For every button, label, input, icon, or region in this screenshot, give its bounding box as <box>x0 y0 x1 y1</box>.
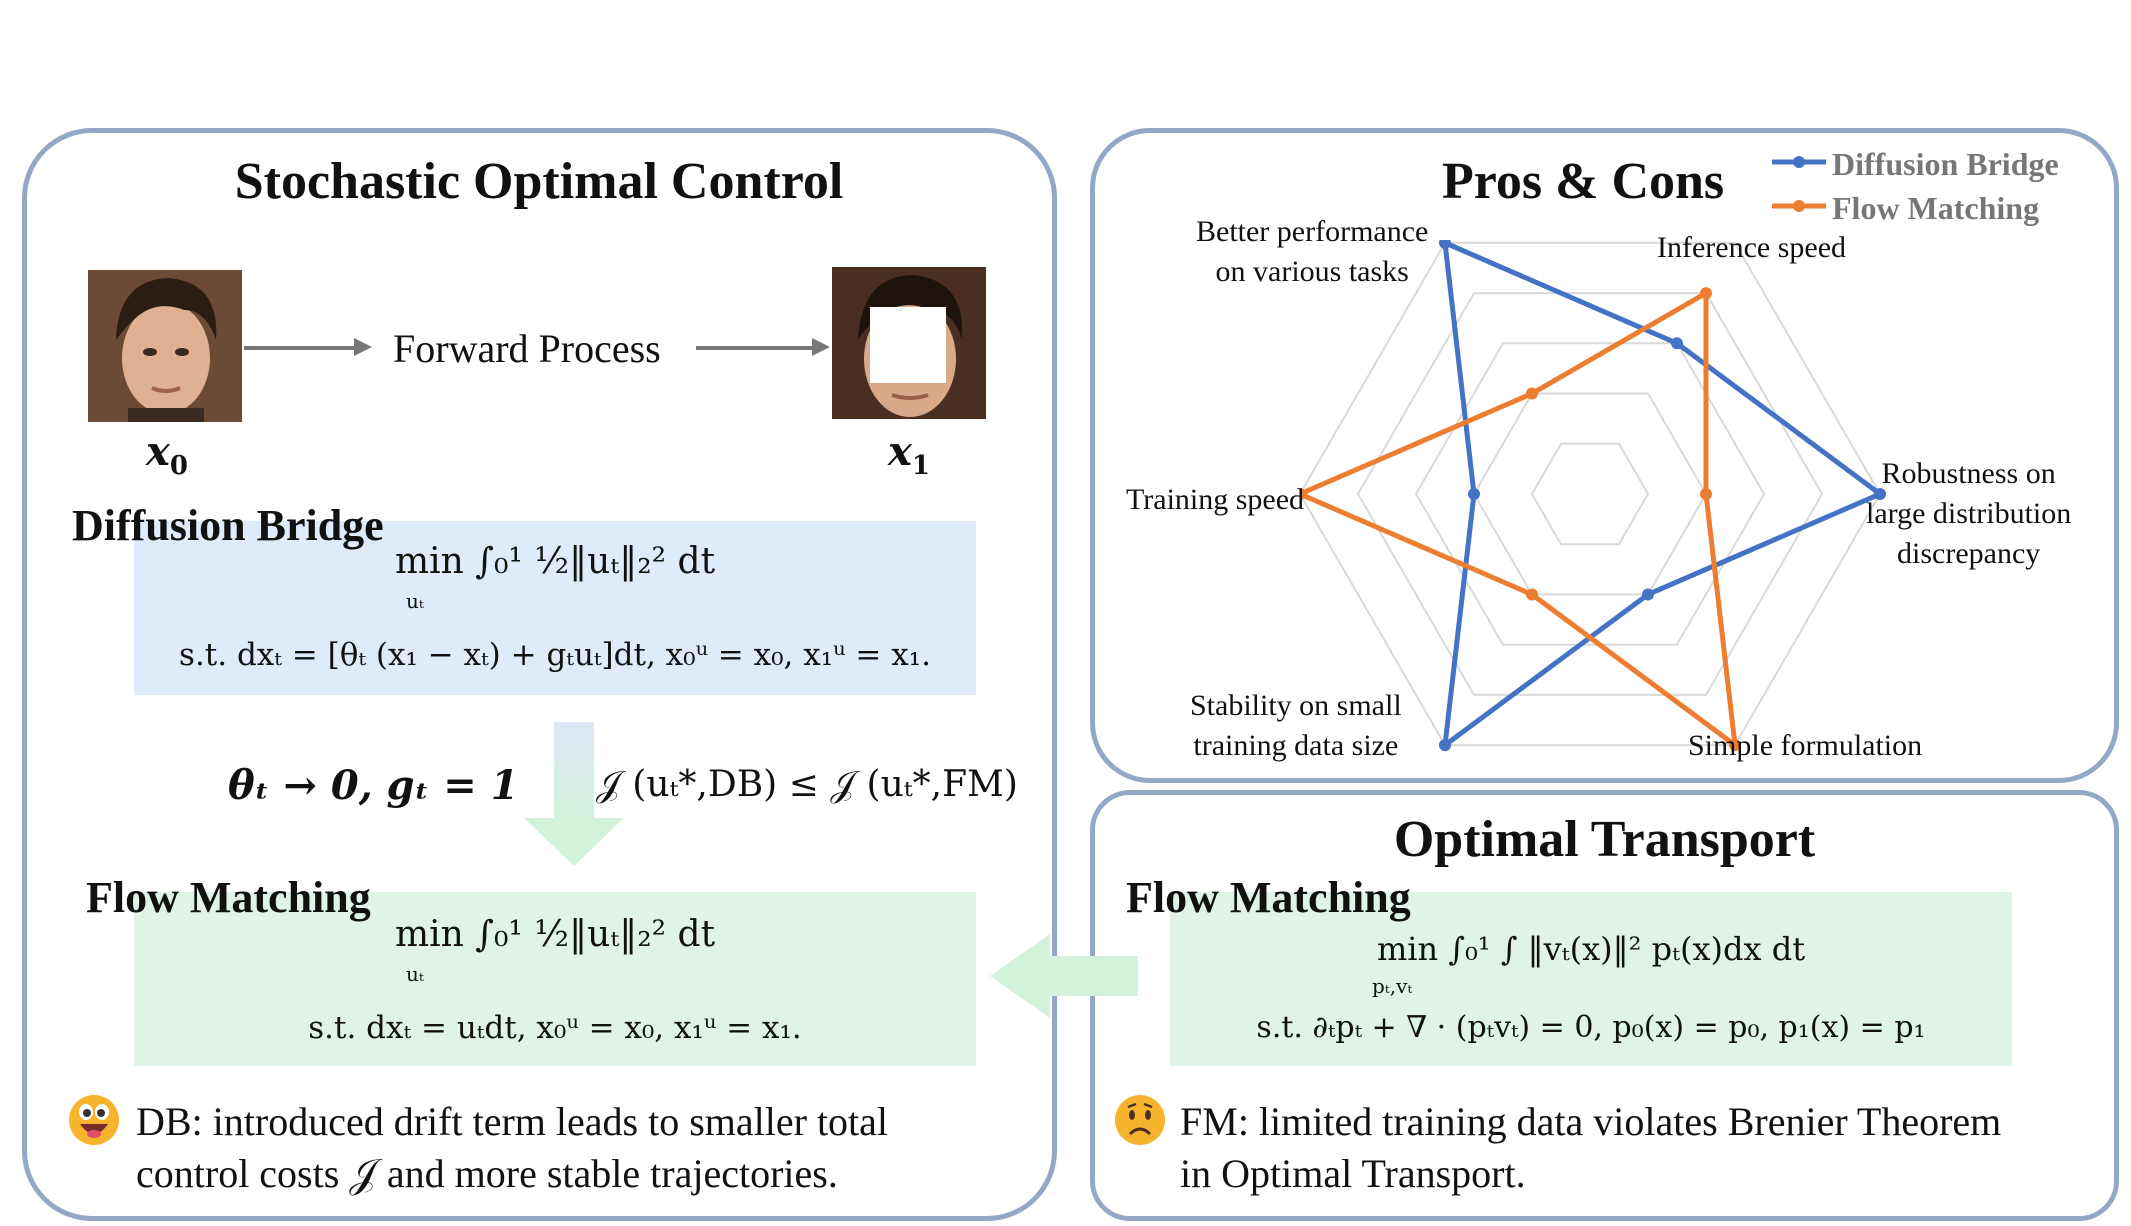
fm-heading-left: Flow Matching <box>86 873 371 922</box>
fm-right-equation-line2: s.t. ∂ₜpₜ + ∇ · (pₜvₜ) = 0, p₀(x) = p₀, … <box>1256 1010 1926 1045</box>
radar-point-db-4 <box>1439 739 1451 752</box>
radar-point-db-3 <box>1642 588 1654 601</box>
forward-arrow-right-head <box>812 338 830 356</box>
fm-right-equation-min-subscript: pₜ,vₜ <box>1372 974 1413 998</box>
fm-heading-right: Flow Matching <box>1126 873 1411 922</box>
fm-note-line2: in Optimal Transport. <box>1180 1151 1526 1196</box>
forward-process-label: Forward Process <box>393 326 661 371</box>
pros-cons-panel <box>1090 128 2119 783</box>
radar-point-fm-0 <box>1526 387 1538 400</box>
fm-right-equation-line1: min ∫₀¹ ∫ ‖vₜ(x)‖² pₜ(x)dx dt <box>1376 930 1806 968</box>
pros-cons-title: Pros & Cons <box>1442 153 1725 210</box>
radar-point-fm-5 <box>1300 488 1306 500</box>
fm-note-line1: FM: limited training data violates Breni… <box>1180 1099 2002 1144</box>
fm-equation-box-left: min ∫₀¹ ½‖uₜ‖₂² dt uₜ s.t. dxₜ = uₜdt, x… <box>134 892 976 1066</box>
db-equation-line2: s.t. dxₜ = [θₜ (x₁ − xₜ) + gₜuₜ]dt, x₀ᵘ … <box>179 637 931 673</box>
radar-point-fm-4 <box>1526 588 1538 601</box>
limit-condition: θₜ → 0, gₜ = 1 <box>228 762 519 809</box>
face-image-x1-masked <box>832 267 986 419</box>
cost-inequality: 𝒥 (uₜ*,DB) ≤ 𝒥 (uₜ*,FM) <box>596 764 1018 805</box>
x0-label: x0 <box>146 428 188 481</box>
axis-label-inference: Inference speed <box>1657 231 1847 264</box>
soc-title: Stochastic Optimal Control <box>234 153 844 210</box>
db-to-fm-down-arrow <box>524 722 624 866</box>
db-note-line1: DB: introduced drift term leads to small… <box>136 1099 889 1144</box>
legend-fm-label: Flow Matching <box>1832 190 2040 226</box>
ot-to-fm-left-arrow <box>990 934 1138 1018</box>
radar-chart <box>1300 240 1886 752</box>
fm-left-equation-line2: s.t. dxₜ = uₜdt, x₀ᵘ = x₀, x₁ᵘ = x₁. <box>308 1010 802 1046</box>
legend-db-marker <box>1772 156 1826 168</box>
x1-label: x1 <box>888 428 930 481</box>
frowning-face-emoji-icon <box>1115 1095 1165 1145</box>
fm-left-equation-min-subscript: uₜ <box>406 962 424 986</box>
forward-arrow-left-head <box>354 338 372 356</box>
db-equation-line1: min ∫₀¹ ½‖uₜ‖₂² dt <box>394 541 716 582</box>
forward-arrow-left-line <box>244 346 354 350</box>
ot-title: Optimal Transport <box>1393 811 1816 868</box>
fm-equation-box-right: min ∫₀¹ ∫ ‖vₜ(x)‖² pₜ(x)dx dt pₜ,vₜ s.t.… <box>1170 892 2012 1066</box>
radar-point-db-1 <box>1671 337 1683 350</box>
legend-fm-marker <box>1772 200 1826 212</box>
radar-point-db-2 <box>1874 488 1886 500</box>
db-equation-box: min ∫₀¹ ½‖uₜ‖₂² dt uₜ s.t. dxₜ = [θₜ (x₁… <box>134 521 976 695</box>
legend-db-label: Diffusion Bridge <box>1832 146 2059 182</box>
face-image-x0 <box>88 270 242 422</box>
radar-point-db-5 <box>1468 488 1480 500</box>
radar-point-fm-2 <box>1700 488 1712 500</box>
radar-point-db-0 <box>1439 240 1451 249</box>
forward-arrow-right-line <box>696 346 812 350</box>
radar-grid-ring <box>1472 392 1708 596</box>
grinning-face-emoji-icon <box>69 1095 119 1145</box>
fm-left-equation-line1: min ∫₀¹ ½‖uₜ‖₂² dt <box>394 914 716 955</box>
radar-point-fm-1 <box>1700 287 1712 300</box>
radar-grid-ring <box>1530 442 1650 546</box>
radar-series-flow-matching <box>1300 288 1739 751</box>
axis-label-training: Training speed <box>1126 483 1305 516</box>
axis-label-simple: Simple formulation <box>1688 729 1923 762</box>
radar-grid-ring <box>1300 241 1882 747</box>
db-heading: Diffusion Bridge <box>72 501 384 550</box>
db-note-line2: control costs 𝒥 and more stable trajecto… <box>136 1151 838 1196</box>
db-equation-min-subscript: uₜ <box>406 589 424 613</box>
radar-point-fm-3 <box>1729 739 1741 752</box>
